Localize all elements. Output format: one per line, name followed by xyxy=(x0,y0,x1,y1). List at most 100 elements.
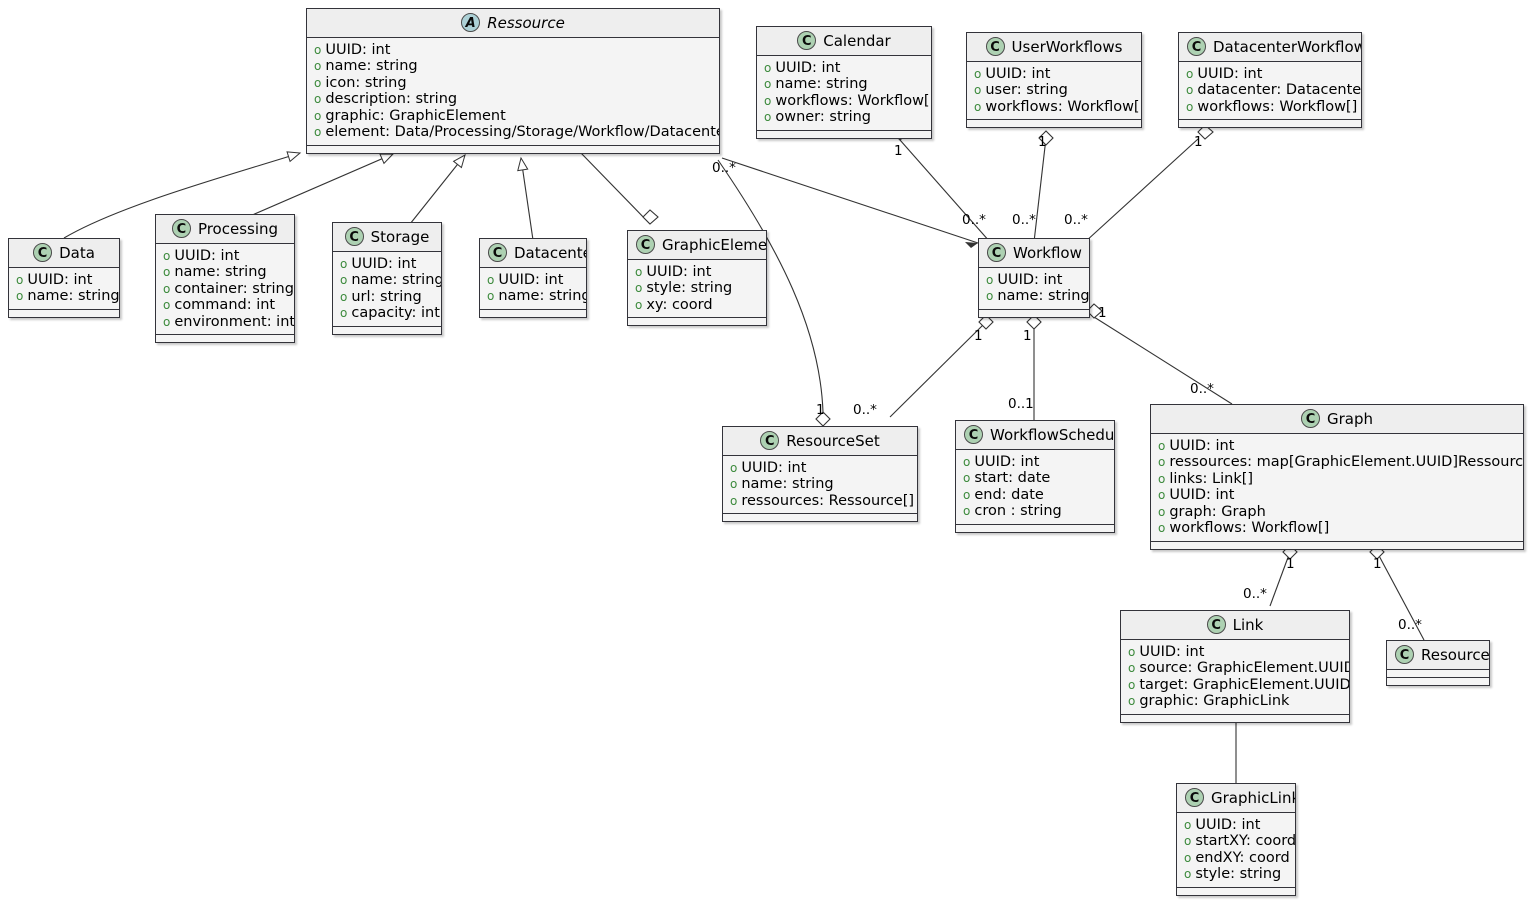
attribute-text: UUID: int xyxy=(741,459,807,476)
class-footer-compartment xyxy=(979,308,1089,317)
attribute-text: target: GraphicElement.UUID xyxy=(1139,676,1350,693)
attribute-text: owner: string xyxy=(775,109,872,126)
class-name-data: Data xyxy=(59,243,95,262)
class-badge-icon: C xyxy=(33,243,53,262)
attribute-text: UUID: int xyxy=(351,255,417,272)
class-name-processing: Processing xyxy=(197,219,279,238)
attribute-text: UUID: int xyxy=(985,65,1051,82)
visibility-package-icon: o xyxy=(1128,694,1136,709)
attribute-text: graphic: GraphicLink xyxy=(1139,693,1290,710)
visibility-package-icon: o xyxy=(963,504,971,519)
visibility-package-icon: o xyxy=(1186,66,1194,81)
visibility-package-icon: o xyxy=(314,42,322,57)
attribute-text: capacity: int xyxy=(351,305,440,322)
visibility-package-icon: o xyxy=(163,248,171,263)
attribute-text: start: date xyxy=(974,470,1051,487)
visibility-package-icon: o xyxy=(764,60,772,75)
edge-storage-inherits-ressource xyxy=(409,153,466,225)
multiplicity-label: 1 xyxy=(1373,556,1382,572)
multiplicity-label: 0..1 xyxy=(1008,396,1034,412)
class-footer-compartment xyxy=(156,334,294,343)
multiplicity-label: 0..* xyxy=(853,402,877,418)
attribute-text: UUID: int xyxy=(1197,65,1263,82)
visibility-package-icon: o xyxy=(340,273,348,288)
class-footer-compartment xyxy=(1121,713,1349,722)
attribute-text: element: Data/Processing/Storage/Workflo… xyxy=(325,124,720,141)
visibility-package-icon: o xyxy=(1158,471,1166,486)
multiplicity-label: 0..* xyxy=(1012,212,1036,228)
class-name-datacenterworkflows: DatacenterWorkflows xyxy=(1213,37,1362,56)
visibility-package-icon: o xyxy=(16,289,24,304)
class-header-data: C Data xyxy=(9,239,119,268)
multiplicity-label: 1 xyxy=(1038,134,1047,150)
class-badge-icon: C xyxy=(760,431,780,450)
visibility-package-icon: o xyxy=(1158,488,1166,503)
visibility-package-icon: o xyxy=(314,75,322,90)
visibility-package-icon: o xyxy=(314,92,322,107)
attribute-text: name: string xyxy=(498,288,587,305)
attribute-text: style: string xyxy=(1195,866,1282,883)
class-badge-icon: C xyxy=(1300,409,1320,428)
class-badge-icon: C xyxy=(987,243,1006,262)
visibility-package-icon: o xyxy=(764,110,772,125)
multiplicity-label: 0..* xyxy=(712,160,736,176)
visibility-package-icon: o xyxy=(1184,834,1192,849)
class-name-link: Link xyxy=(1232,615,1264,634)
visibility-package-icon: o xyxy=(163,281,171,296)
attribute-text: name: string xyxy=(27,288,120,305)
class-footer-compartment xyxy=(628,317,766,326)
attribute-text: command: int xyxy=(174,297,276,314)
attribute-text: cron : string xyxy=(974,503,1062,520)
visibility-package-icon: o xyxy=(1158,438,1166,453)
edge-datacenter-inherits-ressource xyxy=(517,156,534,241)
class-footer-compartment xyxy=(1151,541,1523,550)
attribute-text: name: string xyxy=(741,476,834,493)
multiplicity-label: 0..* xyxy=(1064,212,1088,228)
class-name-resources: Resources xyxy=(1421,645,1490,664)
attribute-text: UUID: int xyxy=(974,453,1040,470)
visibility-package-icon: o xyxy=(764,93,772,108)
visibility-package-icon: o xyxy=(1184,817,1192,832)
class-footer-compartment xyxy=(1177,886,1295,895)
visibility-package-icon: o xyxy=(730,477,738,492)
attribute-text: UUID: int xyxy=(1139,643,1205,660)
attribute-text: links: Link[] xyxy=(1169,470,1254,487)
visibility-package-icon: o xyxy=(1158,504,1166,519)
attribute-text: description: string xyxy=(325,91,458,108)
class-name-ressource: Ressource xyxy=(487,13,565,32)
